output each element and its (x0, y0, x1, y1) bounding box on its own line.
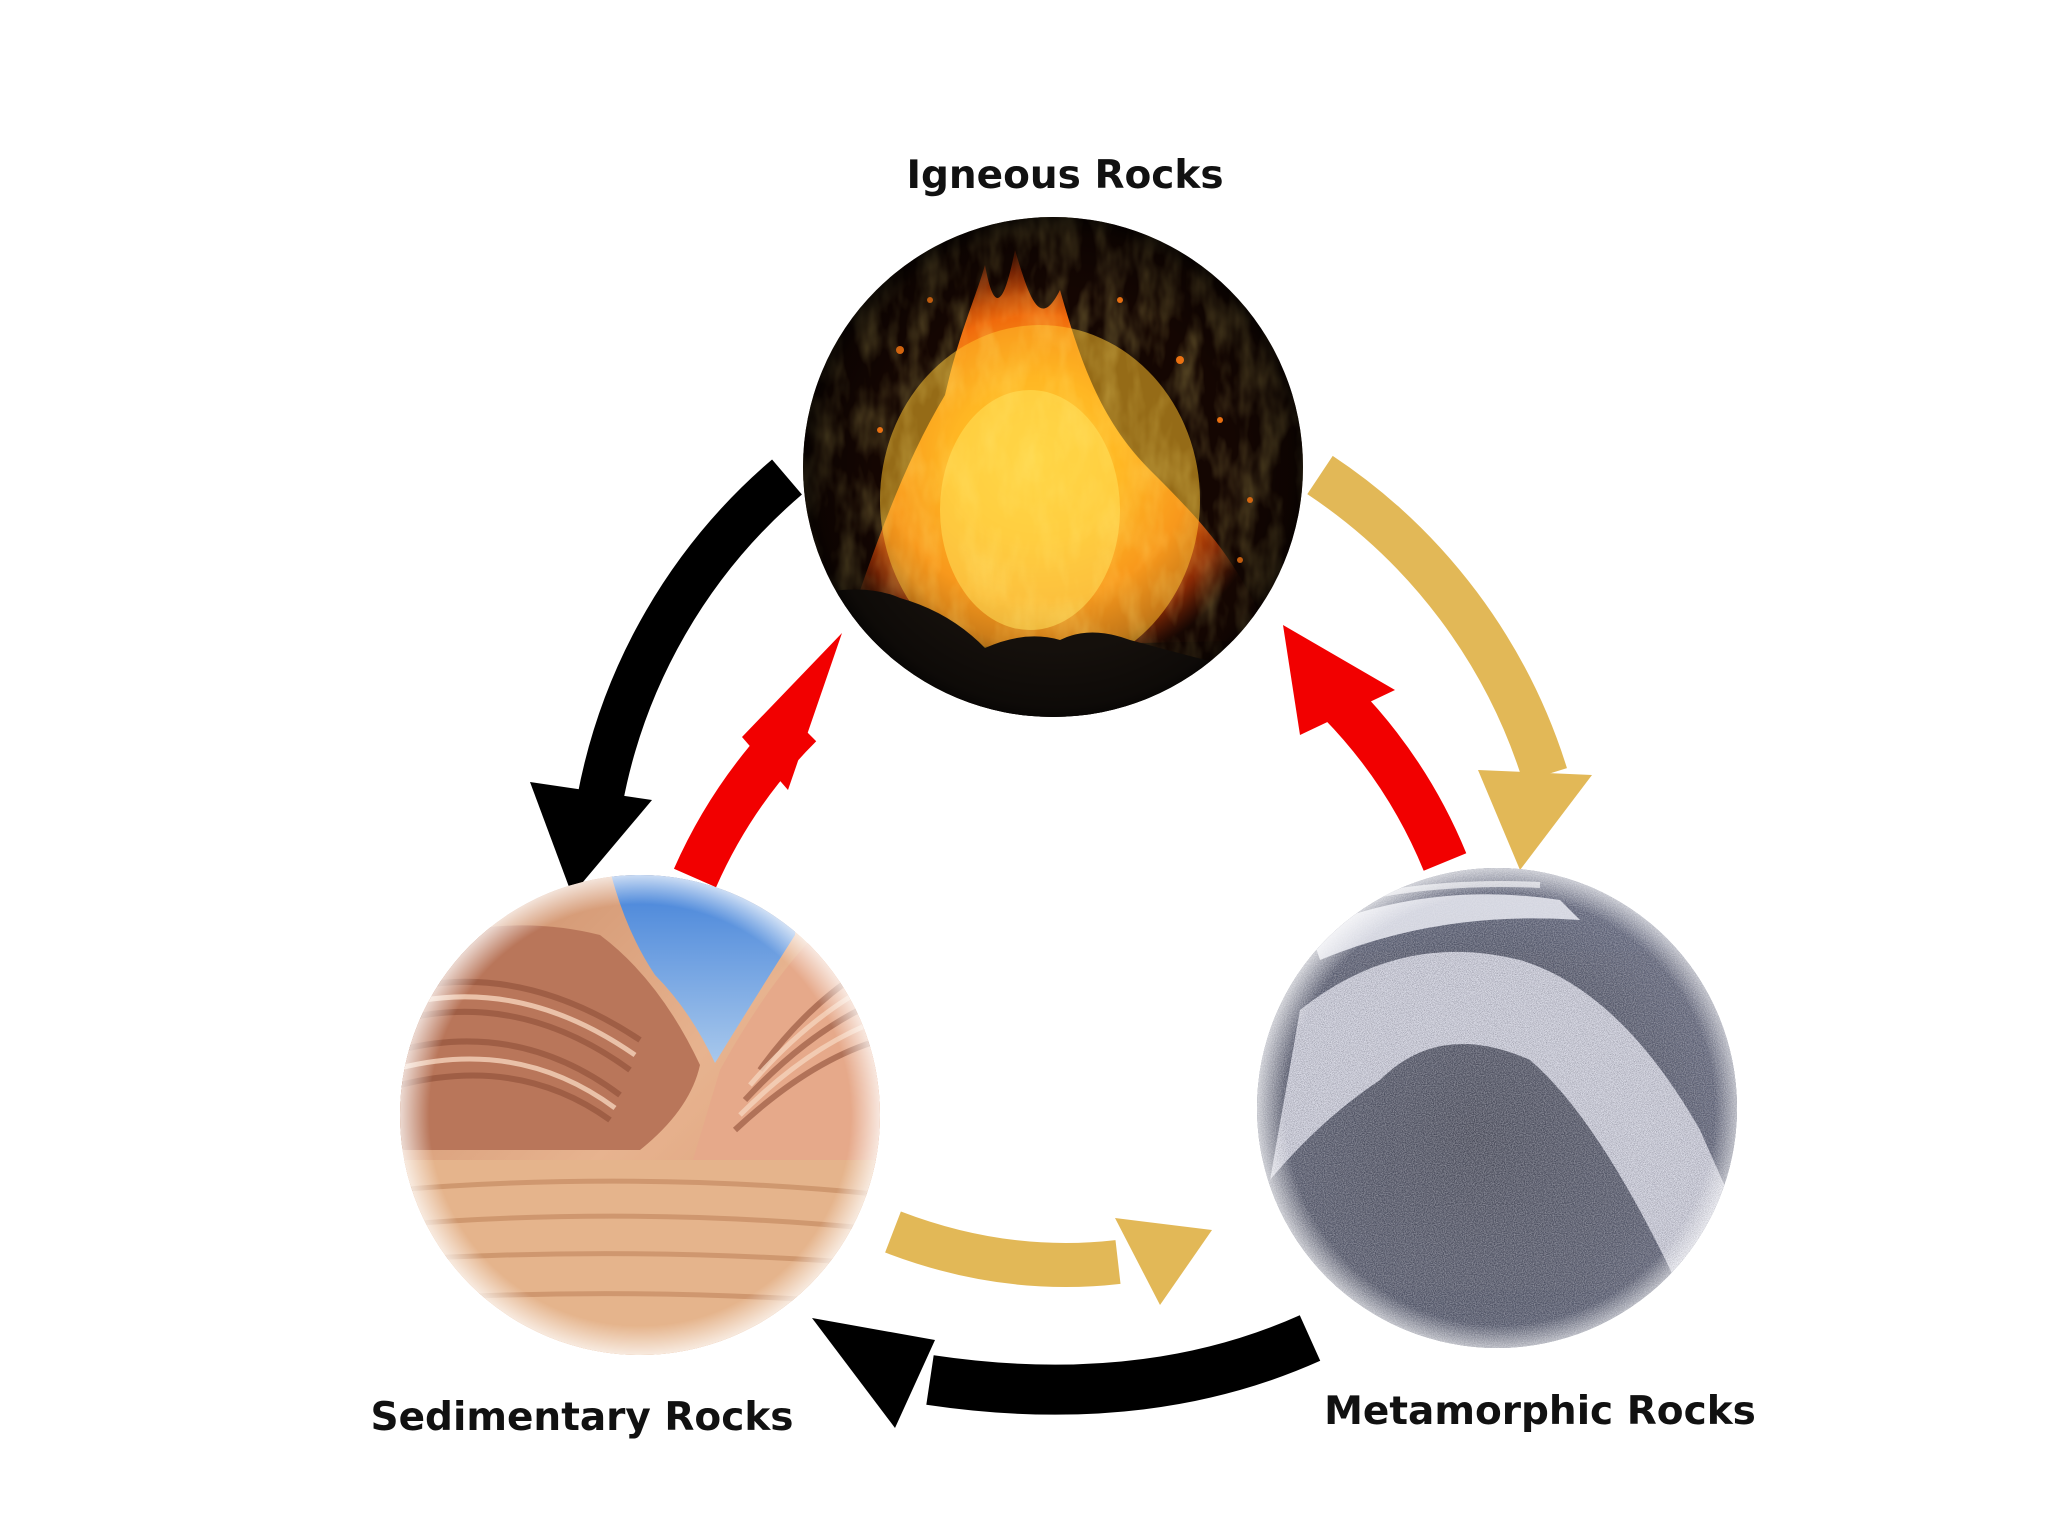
melting-arrow-metamorphic-to-igneous (1283, 625, 1467, 871)
sedimentary-rocks-label: Sedimentary Rocks (371, 1395, 794, 1440)
pressure-arrow-sedimentary-to-metamorphic (885, 1211, 1212, 1305)
metamorphic-rock-image (1257, 868, 1737, 1348)
weathering-arrow-metamorphic-to-sedimentary (812, 1315, 1321, 1428)
weathering-arrow-igneous-to-sedimentary (530, 459, 802, 895)
pressure-arrow-igneous-to-metamorphic (1307, 455, 1592, 870)
igneous-rock-image (803, 217, 1303, 717)
igneous-rocks-label: Igneous Rocks (906, 153, 1223, 198)
melting-arrow-sedimentary-to-igneous (673, 633, 842, 888)
sedimentary-rock-image (400, 875, 880, 1355)
metamorphic-rocks-label: Metamorphic Rocks (1324, 1389, 1756, 1434)
